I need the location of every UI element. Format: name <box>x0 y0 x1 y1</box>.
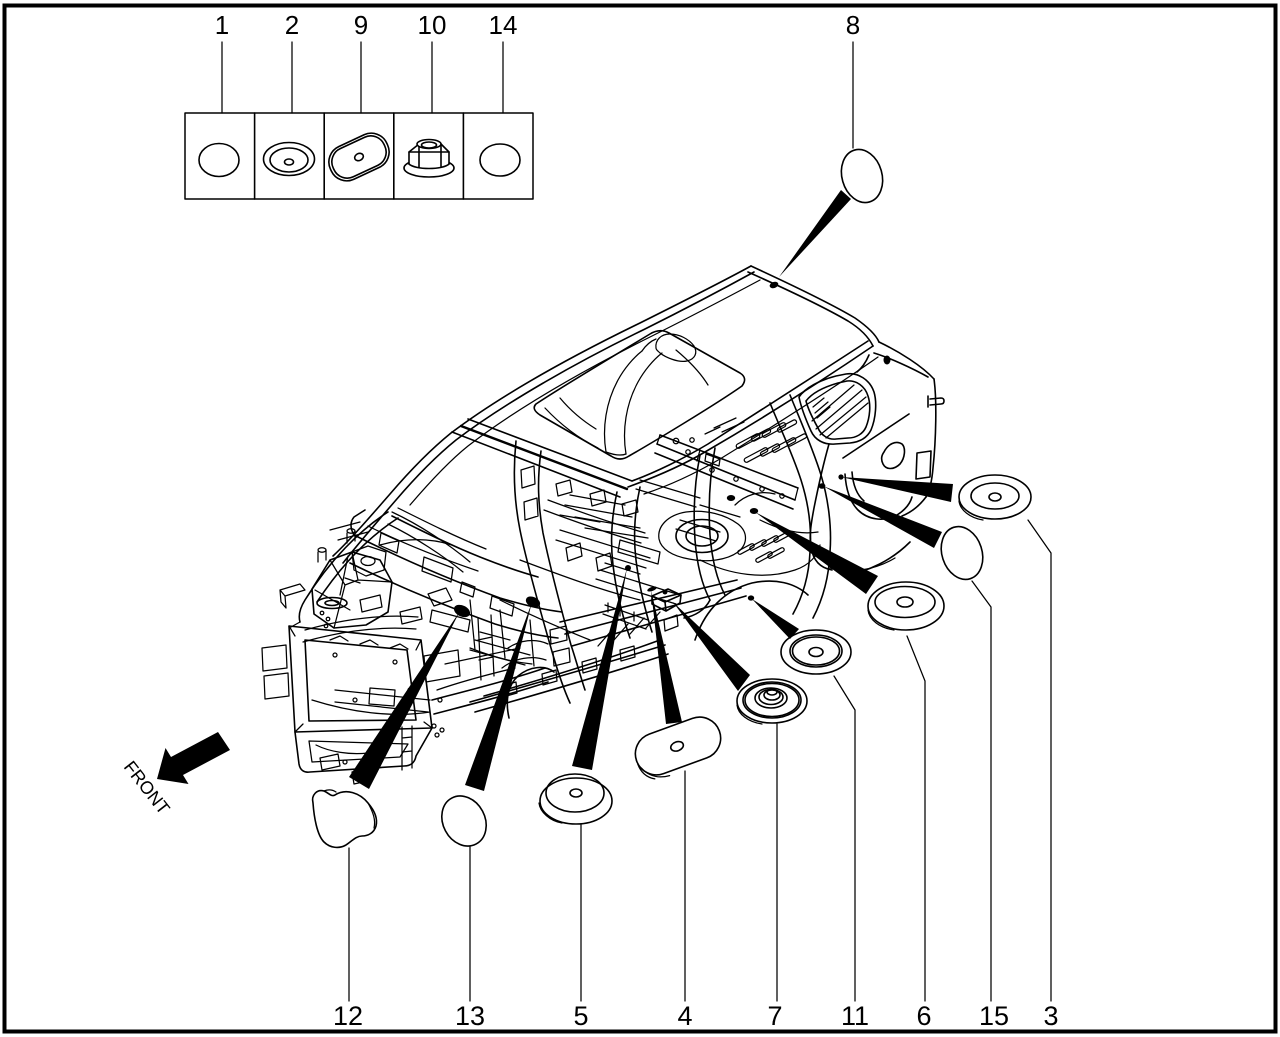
svg-text:3: 3 <box>1043 1001 1058 1031</box>
svg-text:15: 15 <box>979 1001 1009 1031</box>
svg-text:4: 4 <box>677 1001 692 1031</box>
svg-text:1: 1 <box>215 10 229 40</box>
svg-text:5: 5 <box>573 1001 588 1031</box>
svg-text:8: 8 <box>846 10 860 40</box>
svg-text:6: 6 <box>916 1001 931 1031</box>
svg-text:2: 2 <box>285 10 299 40</box>
svg-text:10: 10 <box>418 10 447 40</box>
svg-text:12: 12 <box>333 1001 363 1031</box>
svg-text:9: 9 <box>354 10 368 40</box>
svg-text:11: 11 <box>841 1001 869 1031</box>
svg-text:13: 13 <box>455 1001 485 1031</box>
svg-text:14: 14 <box>489 10 518 40</box>
svg-text:7: 7 <box>767 1001 782 1031</box>
